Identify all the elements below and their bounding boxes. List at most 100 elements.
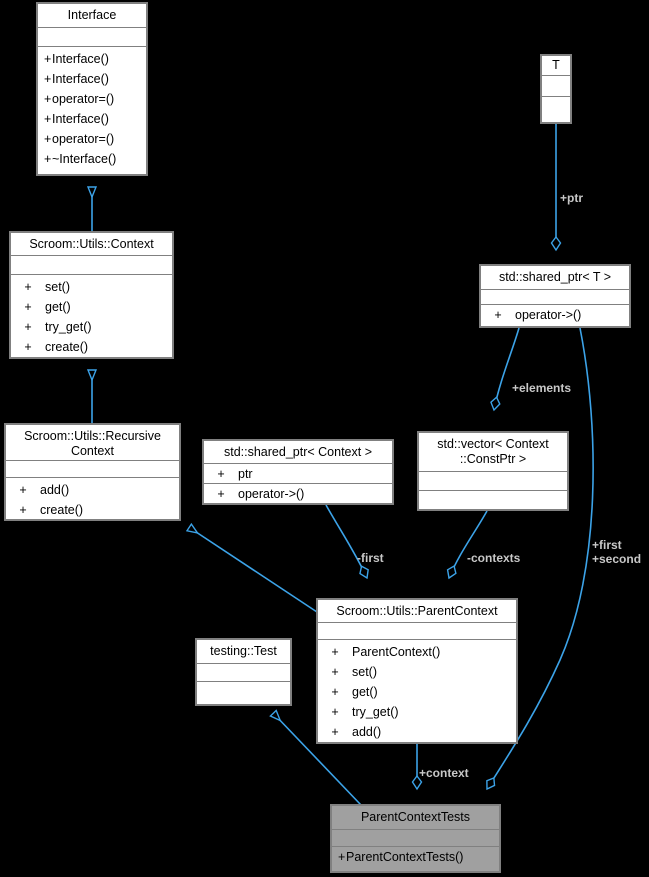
visibility-marker: + bbox=[24, 340, 32, 355]
methods-compartment bbox=[542, 96, 570, 119]
methods-compartment: + add() + create() bbox=[6, 477, 179, 519]
class-name-compartment: Interface bbox=[38, 4, 146, 27]
class-name-compartment: Scroom::Utils::Context bbox=[11, 233, 172, 256]
edge-label-first-second: +first +second bbox=[592, 538, 642, 566]
empty-methods bbox=[197, 684, 290, 701]
visibility-marker: + bbox=[24, 320, 32, 335]
empty-attributes bbox=[11, 258, 172, 272]
method-label: add() bbox=[352, 725, 382, 740]
attributes-compartment bbox=[318, 622, 516, 640]
visibility-marker: + bbox=[331, 685, 339, 700]
method-label: operator->() bbox=[238, 486, 305, 501]
attribute-row: + ptr bbox=[204, 464, 392, 483]
visibility-marker: + bbox=[19, 503, 27, 518]
class-name-label: ParentContextTests bbox=[360, 810, 471, 824]
visibility-marker: + bbox=[494, 308, 502, 322]
empty-attributes bbox=[6, 463, 179, 477]
method-row: + get() bbox=[318, 682, 516, 702]
method-row: + add() bbox=[6, 480, 179, 500]
method-label: operator->() bbox=[515, 308, 582, 322]
visibility-marker: + bbox=[217, 486, 225, 501]
attributes-compartment bbox=[6, 459, 179, 478]
method-row: + try_get() bbox=[318, 702, 516, 722]
method-row: + Interface() bbox=[38, 69, 146, 89]
attributes-compartment bbox=[11, 255, 172, 275]
class-box-interface[interactable]: Interface + Interface() + Interface() + … bbox=[36, 2, 148, 176]
method-row: + add() bbox=[318, 722, 516, 742]
method-label: add() bbox=[40, 483, 70, 498]
method-label: set() bbox=[45, 280, 70, 295]
empty-attributes bbox=[481, 292, 629, 302]
visibility-marker: + bbox=[331, 705, 339, 720]
visibility-marker: + bbox=[19, 483, 27, 498]
class-box-t[interactable]: T bbox=[540, 54, 572, 124]
class-name-label: Interface bbox=[67, 8, 117, 22]
visibility-marker: + bbox=[44, 92, 52, 106]
edge-parentcontext-aggregates-sharedptrcontext bbox=[325, 504, 367, 578]
method-label: get() bbox=[352, 685, 378, 700]
method-label: Interface() bbox=[52, 72, 109, 86]
empty-methods bbox=[542, 97, 570, 119]
empty-attributes bbox=[38, 30, 146, 44]
method-label: create() bbox=[40, 503, 84, 518]
visibility-marker: + bbox=[44, 72, 52, 86]
class-box-shared-ptr-t[interactable]: std::shared_ptr< T > + operator->() bbox=[479, 264, 631, 328]
visibility-marker: + bbox=[338, 850, 346, 864]
edge-parentcontext-inherits-recursivecontext bbox=[190, 528, 318, 613]
edge-vector-aggregates-sharedptrt bbox=[494, 327, 520, 410]
class-box-scroom-utils-parentcontext[interactable]: Scroom::Utils::ParentContext + ParentCon… bbox=[316, 598, 518, 744]
visibility-marker: + bbox=[24, 300, 32, 315]
class-name-compartment: ParentContextTests bbox=[332, 806, 499, 829]
method-label: operator=() bbox=[52, 92, 115, 106]
method-row: + ~Interface() bbox=[38, 149, 146, 169]
method-row: + operator=() bbox=[38, 129, 146, 149]
class-box-scroom-utils-context[interactable]: Scroom::Utils::Context + set() + get() +… bbox=[9, 231, 174, 359]
class-box-scroom-utils-recursivecontext[interactable]: Scroom::Utils::Recursive Context + add()… bbox=[4, 423, 181, 521]
attributes-compartment: + ptr bbox=[204, 462, 392, 483]
attributes-compartment bbox=[542, 75, 570, 96]
class-name-compartment: std::shared_ptr< T > bbox=[481, 266, 629, 289]
class-name-label: T bbox=[552, 58, 560, 72]
empty-attributes bbox=[542, 76, 570, 96]
class-name-compartment: T bbox=[542, 56, 570, 75]
edge-label-contexts: -contexts bbox=[467, 551, 521, 565]
class-name-label: std::shared_ptr< T > bbox=[498, 270, 612, 284]
method-label: ~Interface() bbox=[52, 152, 117, 166]
class-name-label: std::shared_ptr< Context > bbox=[223, 445, 372, 459]
method-row: + ParentContextTests() bbox=[332, 847, 499, 867]
empty-attributes bbox=[332, 832, 499, 844]
class-name-label: Scroom::Utils::Context bbox=[29, 237, 154, 251]
method-label: get() bbox=[45, 300, 71, 315]
visibility-marker: + bbox=[217, 466, 225, 481]
class-name-label: Scroom::Utils::Recursive Context bbox=[24, 429, 161, 458]
method-label: set() bbox=[352, 665, 377, 680]
visibility-marker: + bbox=[44, 152, 52, 166]
class-box-shared-ptr-context[interactable]: std::shared_ptr< Context > + ptr + opera… bbox=[202, 439, 394, 505]
class-name-compartment: Scroom::Utils::Recursive Context bbox=[6, 425, 179, 460]
class-name-label: testing::Test bbox=[210, 644, 277, 658]
attributes-compartment bbox=[481, 289, 629, 304]
method-row: + Interface() bbox=[38, 49, 146, 69]
attributes-compartment bbox=[38, 27, 146, 46]
edge-label-context: +context bbox=[419, 766, 469, 780]
attributes-compartment bbox=[197, 663, 290, 681]
empty-attributes bbox=[318, 625, 516, 637]
edge-label-first: -first bbox=[357, 551, 384, 565]
method-row: + operator=() bbox=[38, 89, 146, 109]
method-row: + Interface() bbox=[38, 109, 146, 129]
method-row: + operator->() bbox=[481, 305, 629, 325]
class-box-vector-context-constptr[interactable]: std::vector< Context ::ConstPtr > bbox=[417, 431, 569, 511]
empty-attributes bbox=[197, 666, 290, 679]
method-label: create() bbox=[45, 340, 89, 355]
class-box-parentcontexttests[interactable]: ParentContextTests + ParentContextTests(… bbox=[330, 804, 501, 873]
class-box-testing-test[interactable]: testing::Test bbox=[195, 638, 292, 706]
methods-compartment: + operator->() bbox=[204, 482, 392, 503]
methods-compartment: + ParentContextTests() bbox=[332, 846, 499, 867]
class-name-compartment: std::shared_ptr< Context > bbox=[204, 441, 392, 463]
methods-compartment bbox=[197, 681, 290, 703]
method-label: try_get() bbox=[45, 320, 92, 335]
edge-label-elements: +elements bbox=[512, 381, 572, 395]
visibility-marker: + bbox=[24, 280, 32, 295]
method-row: + set() bbox=[318, 662, 516, 682]
method-label: ParentContext() bbox=[352, 645, 441, 660]
